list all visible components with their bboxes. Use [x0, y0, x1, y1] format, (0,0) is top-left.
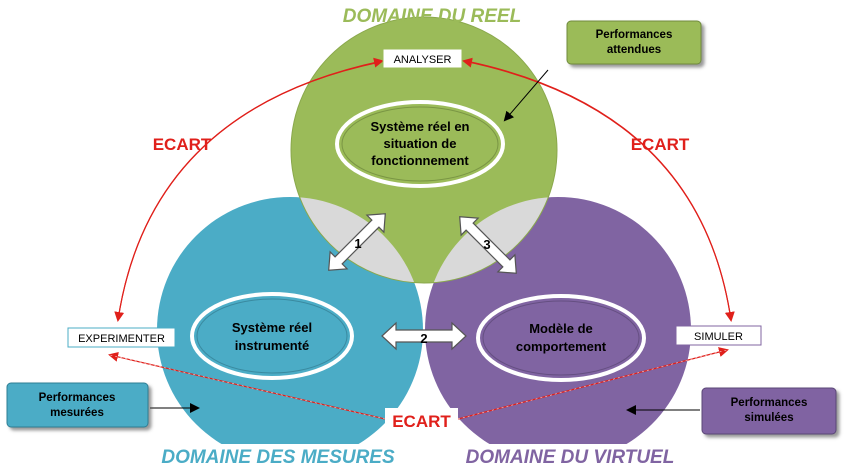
simuler-label: SIMULER: [694, 331, 743, 343]
analyser-box: [382, 48, 463, 69]
perf-mesurees-line1: Performances: [39, 392, 116, 404]
perf-simulees-box: [701, 387, 837, 435]
perf-simulees-line2: simulées: [744, 412, 793, 424]
model-ellipse: [476, 294, 646, 382]
experimenter-label: EXPERIMENTER: [78, 333, 165, 345]
overlap-reel-virtuel: [425, 197, 557, 283]
ecart-bottom-box: [385, 408, 458, 432]
double-arrow-1: [328, 213, 386, 271]
perf-attendues-line2: attendues: [607, 44, 661, 56]
perf-attendues-line1: Performances: [596, 29, 673, 41]
model-line2: comportement: [516, 339, 607, 354]
perf-attendues-box: [566, 20, 702, 65]
arrow-label-1: 1: [354, 236, 361, 251]
ecart-bottom-label: ECART: [392, 412, 451, 431]
double-arrow-3: [459, 216, 517, 274]
model-line1: Modèle de: [529, 321, 593, 336]
system-instr-line2: instrumenté: [235, 338, 309, 353]
arrow-label-2: 2: [420, 331, 427, 346]
simuler-box: [675, 325, 762, 346]
pointer-attendues: [503, 69, 549, 122]
domain-virtuel-title: DOMAINE DU VIRTUEL: [466, 447, 675, 468]
domain-reel-title: DOMAINE DU REEL: [343, 6, 521, 27]
overlap-reel-mesures: [291, 197, 423, 283]
system-instr-line1: Système réel: [232, 320, 312, 335]
experimenter-box: [67, 327, 176, 348]
system-reel-line3: fonctionnement: [371, 153, 469, 168]
domain-mesures-title: DOMAINE DES MESURES: [161, 447, 395, 468]
perf-mesurees-box: [6, 382, 149, 428]
perf-mesurees-line2: mesurées: [50, 407, 104, 419]
ecart-left-label: ECART: [153, 135, 212, 154]
system-instrumente-ellipse: [190, 292, 354, 380]
double-arrow-2: [381, 321, 467, 351]
arrow-label-3: 3: [483, 237, 490, 252]
system-reel-line2: situation de: [384, 136, 457, 151]
analyser-label: ANALYSER: [394, 54, 452, 66]
perf-simulees-line1: Performances: [731, 397, 808, 409]
ecart-right-label: ECART: [631, 135, 690, 154]
system-reel-line1: Système réel en: [370, 119, 469, 134]
system-reel-ellipse: [335, 100, 505, 188]
